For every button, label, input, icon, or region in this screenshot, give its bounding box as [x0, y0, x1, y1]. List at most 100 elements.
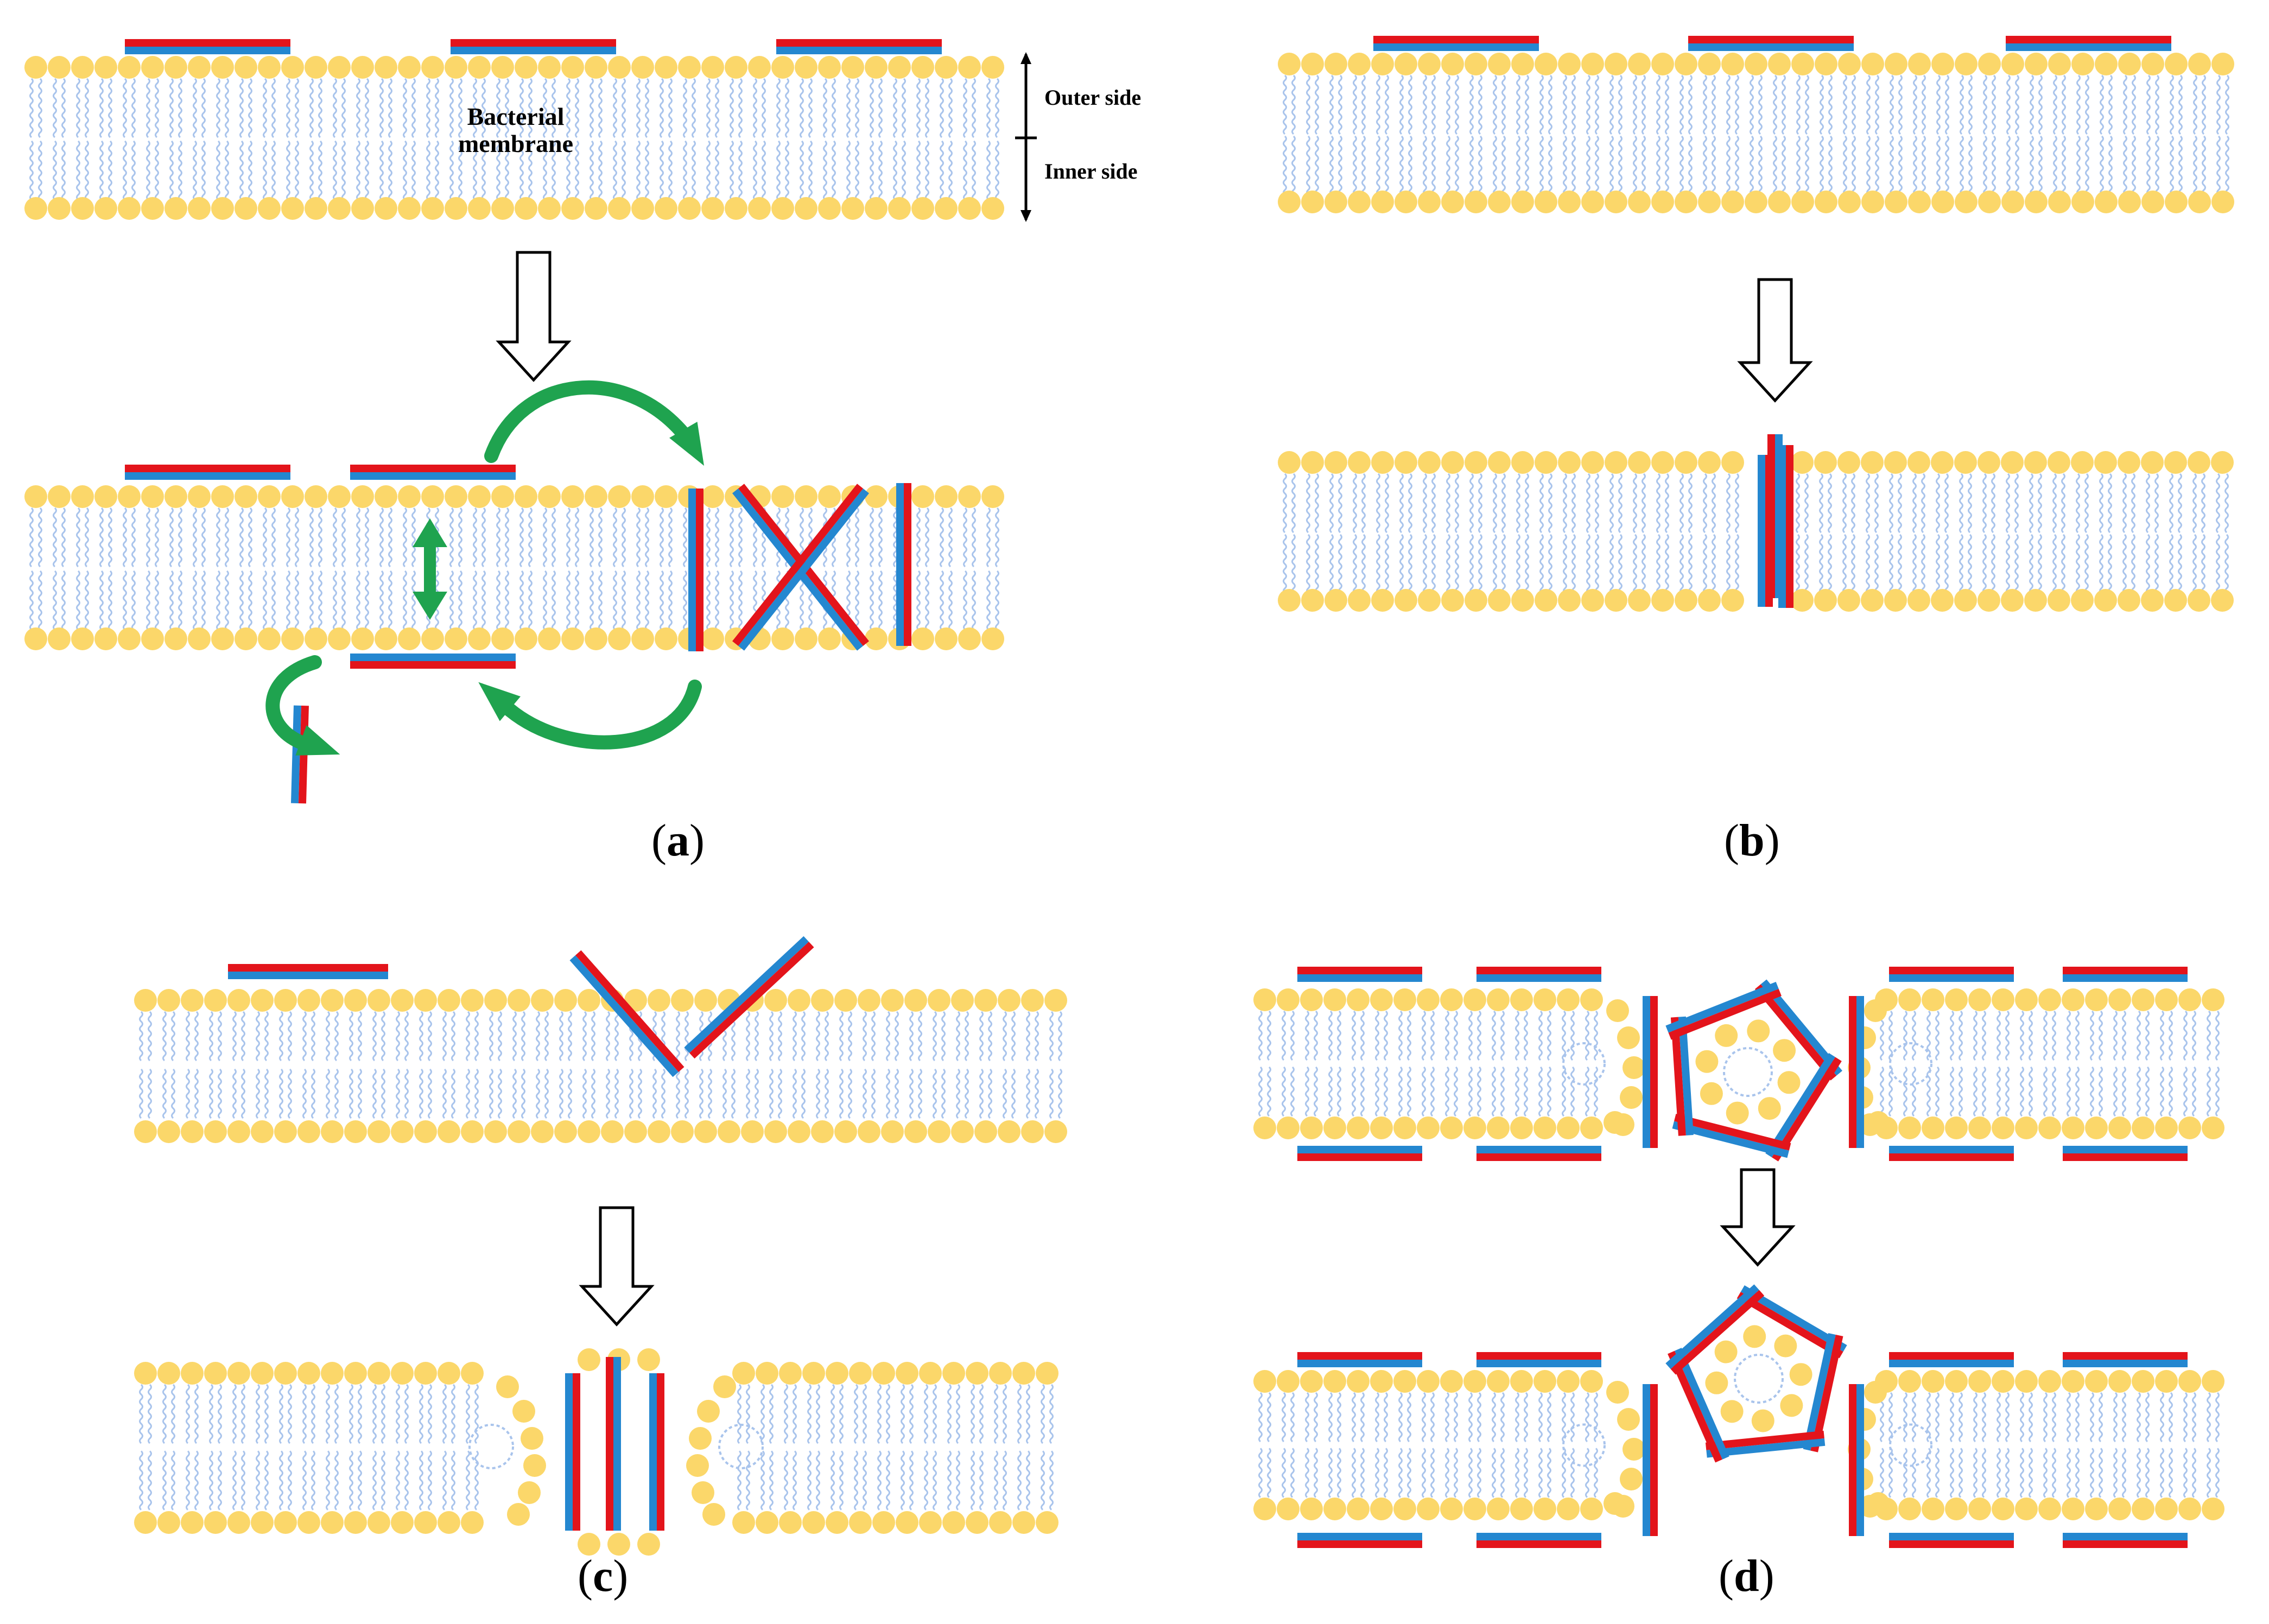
lipid-tail — [1712, 534, 1716, 594]
lipid-headgroup — [1815, 191, 1837, 213]
lipid-tail — [1538, 1392, 1543, 1443]
lipid-tail — [730, 140, 734, 201]
lipid-headgroup — [508, 989, 530, 1012]
lipid-tail — [769, 1450, 774, 1511]
lipid-tail — [2169, 473, 2173, 534]
lipid-headgroup — [637, 1348, 660, 1371]
lipid-tail — [2020, 1010, 2024, 1061]
lipid-tail — [614, 1068, 619, 1119]
lipid-tail — [2043, 1010, 2048, 1061]
lipid-tail — [1454, 1448, 1458, 1498]
lipid-tail — [676, 1011, 680, 1062]
lipid-headgroup — [1417, 1116, 1440, 1139]
lipid-headgroup — [181, 1362, 204, 1385]
lipid-tail — [2207, 1066, 2211, 1117]
lipid-tail — [146, 140, 150, 201]
lipid-headgroup — [367, 1120, 390, 1143]
lipid-tail — [1852, 74, 1856, 135]
lipid-tail — [1712, 473, 1716, 534]
peptide-hydrophilic-face — [1674, 1113, 1791, 1151]
lipid-tail — [1446, 473, 1450, 534]
lipid-headgroup — [1931, 191, 1954, 213]
lipid-headgroup — [911, 197, 934, 220]
lipid-tail — [1562, 1392, 1566, 1443]
lipid-headgroup — [321, 1362, 344, 1385]
lipid-tail — [2145, 1010, 2150, 1061]
lipid-tail — [1267, 1448, 1271, 1498]
lipid-tail — [753, 140, 757, 201]
lipid-tail — [139, 1011, 143, 1062]
lipid-tail — [1935, 1010, 1940, 1061]
lipid-tail — [971, 1450, 975, 1511]
lipid-headgroup — [1021, 989, 1044, 1012]
lipid-headgroup — [2188, 589, 2210, 612]
lipid-tail — [2084, 473, 2089, 534]
lipid-headgroup — [578, 989, 600, 1012]
lipid-tail — [1290, 1448, 1295, 1498]
lipid-tail — [1035, 1068, 1039, 1119]
lipid-tail — [248, 140, 252, 201]
lipid-headgroup — [1463, 1370, 1486, 1393]
lipid-headgroup — [1417, 988, 1440, 1011]
lipid-tail — [1049, 1068, 1054, 1119]
lipid-tail — [1407, 1010, 1411, 1061]
lipid-headgroup — [1441, 53, 1464, 75]
lipid-tail — [2075, 1392, 2080, 1443]
lipid-headgroup — [1620, 1086, 1643, 1109]
lipid-headgroup — [1581, 191, 1604, 213]
lipid-tail — [295, 78, 299, 138]
lipid-tail — [1539, 74, 1544, 135]
rotation-arrow-head — [295, 725, 340, 756]
lipid-tail — [1913, 74, 1917, 135]
lipid-headgroup — [834, 1120, 857, 1143]
lipid-tail — [1922, 74, 1926, 135]
lipid-tail — [108, 140, 112, 201]
lipid-headgroup — [788, 989, 810, 1012]
lipid-tail — [428, 1068, 432, 1119]
lipid-tail — [622, 78, 626, 138]
lipid-headgroup — [896, 1362, 918, 1385]
lipid-headgroup — [981, 627, 1004, 650]
lipid-headgroup — [1861, 53, 1884, 75]
lipid-tail — [1595, 135, 1599, 196]
lipid-headgroup — [2095, 191, 2118, 213]
lipid-tail — [1049, 1011, 1054, 1062]
lipid-headgroup — [1898, 988, 1921, 1011]
lipid-tail — [1267, 1392, 1271, 1443]
lipid-tail — [839, 1384, 844, 1444]
lipid-tail — [895, 1068, 899, 1119]
lipid-headgroup — [1278, 53, 1301, 75]
lipid-headgroup — [134, 989, 157, 1012]
lipid-headgroup — [1931, 53, 1954, 75]
lipid-headgroup — [1978, 53, 2001, 75]
lipid-tail — [2207, 1010, 2211, 1061]
lipid-headgroup — [989, 1511, 1012, 1534]
bacterial-membrane-label: Bacterial membrane — [458, 103, 574, 157]
lipid-tail — [2029, 534, 2033, 594]
lipid-tail — [2014, 534, 2019, 594]
lipid-tail — [793, 1384, 797, 1444]
lipid-tail — [1936, 473, 1940, 534]
lipid-tail — [333, 507, 337, 568]
lipid-tail — [1926, 1010, 1931, 1061]
lipid-tail — [668, 507, 673, 568]
lipid-tail — [1445, 1010, 1449, 1061]
lipid-tail — [1291, 534, 1296, 594]
lipid-tail — [940, 140, 944, 201]
lipid-headgroup — [1535, 191, 1557, 213]
lipid-tail — [2202, 74, 2206, 135]
lipid-tail — [855, 507, 859, 568]
lipid-headgroup — [741, 1120, 764, 1143]
lipid-tail — [947, 1450, 952, 1511]
lipid-tail — [473, 507, 477, 568]
lipid-tail — [2015, 74, 2019, 135]
lipid-tail — [668, 78, 673, 138]
panel-d-membrane-top-left — [1253, 988, 1603, 1139]
lipid-headgroup — [328, 627, 351, 650]
lipid-tail — [1408, 534, 1412, 594]
lipid-tail — [972, 78, 976, 138]
lipid-tail — [661, 1068, 666, 1119]
lipid-tail — [379, 78, 384, 138]
lipid-headgroup — [1395, 53, 1417, 75]
lipid-headgroup — [1370, 1116, 1393, 1139]
